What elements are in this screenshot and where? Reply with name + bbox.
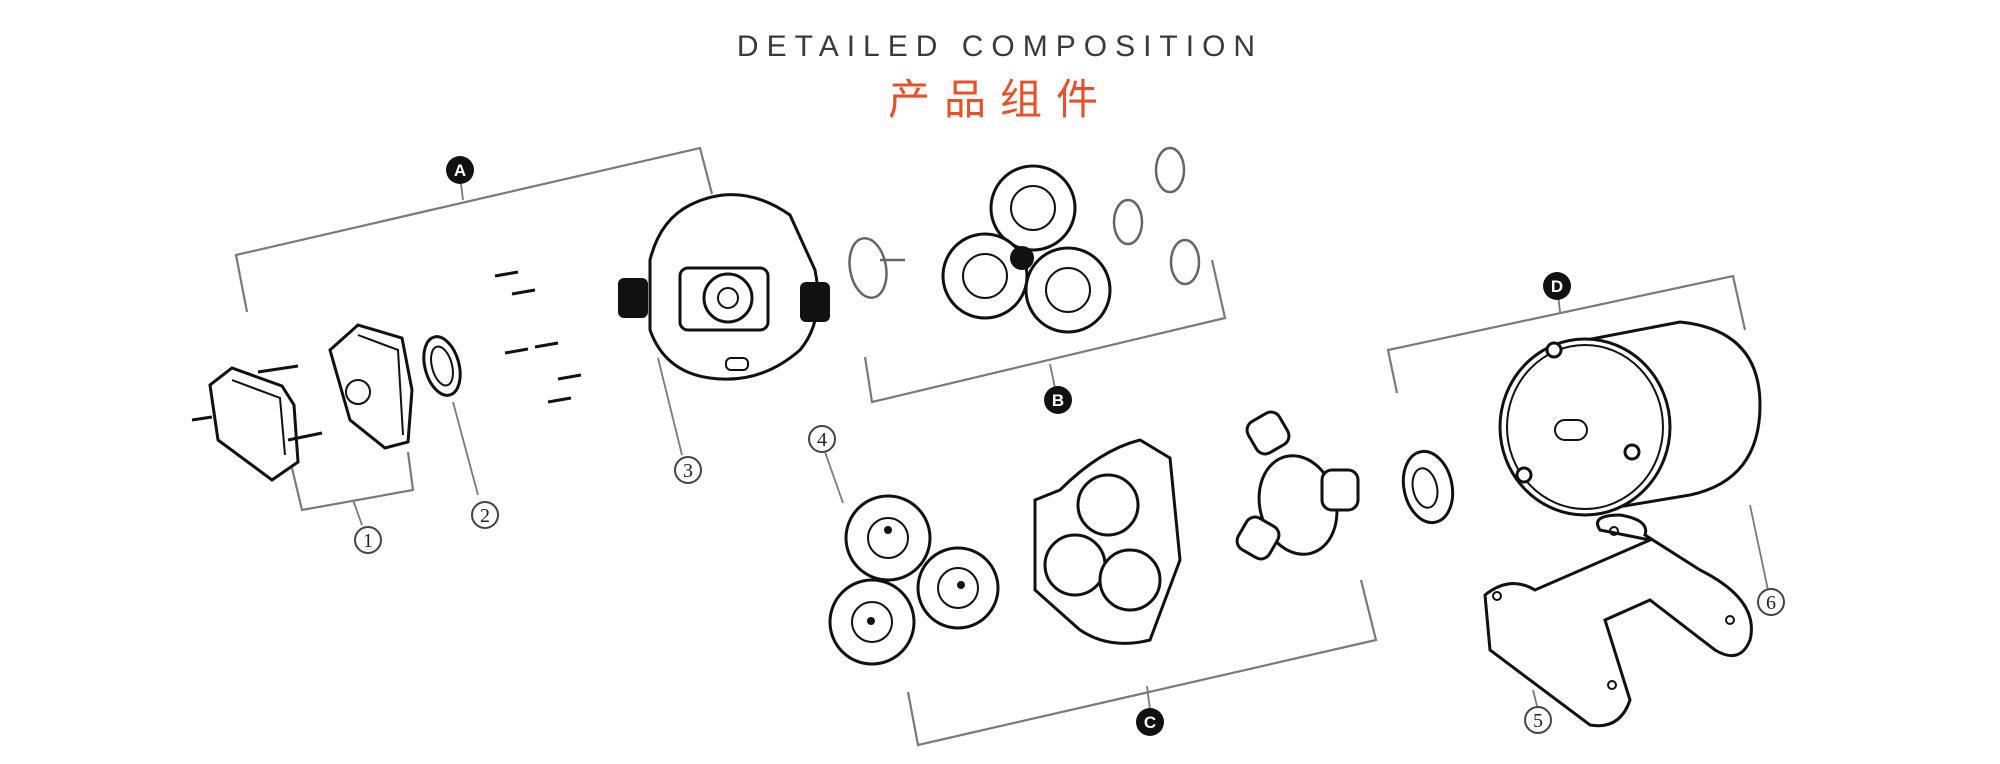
motor-part [1498, 320, 1762, 517]
bearing-part [1401, 449, 1455, 525]
svg-text:D: D [1551, 277, 1563, 296]
screws [494, 270, 582, 404]
valve-part [848, 146, 1201, 334]
bracket-1 [290, 451, 415, 526]
bracket-b [863, 259, 1227, 404]
pressure-switch-part [191, 323, 414, 482]
bracket-c [906, 579, 1378, 747]
svg-text:C: C [1144, 713, 1156, 732]
callout-6: 6 [1757, 588, 1785, 616]
group-badge-b: B [1044, 386, 1072, 414]
mounting-bracket-part [1483, 513, 1753, 728]
diaphragm-part [828, 494, 1000, 666]
svg-text:3: 3 [683, 460, 693, 482]
group-badge-d: D [1543, 272, 1571, 300]
leader-3 [657, 357, 683, 456]
svg-text:1: 1 [363, 530, 373, 552]
leader-6 [1749, 504, 1769, 591]
svg-text:2: 2 [480, 505, 490, 527]
callout-4: 4 [808, 425, 836, 453]
svg-text:6: 6 [1766, 592, 1776, 614]
leader-2 [452, 401, 479, 496]
seal-ring-part [422, 335, 462, 397]
callout-5: 5 [1524, 706, 1552, 734]
svg-text:5: 5 [1533, 710, 1543, 732]
callout-1: 1 [354, 526, 382, 554]
pump-head-part [618, 193, 830, 381]
group-badge-c: C [1136, 708, 1164, 736]
title-chinese: 产品组件 [887, 75, 1112, 124]
leader-4 [824, 451, 844, 504]
svg-text:B: B [1052, 391, 1064, 410]
title-english: DETAILED COMPOSITION [736, 30, 1264, 63]
pump-housing-part [1033, 438, 1182, 645]
svg-text:A: A [454, 161, 466, 180]
group-badge-a: A [446, 156, 474, 184]
callout-2: 2 [471, 501, 499, 529]
svg-text:4: 4 [817, 429, 827, 451]
wobble-plate-part [1235, 410, 1360, 561]
callout-3: 3 [674, 456, 702, 484]
